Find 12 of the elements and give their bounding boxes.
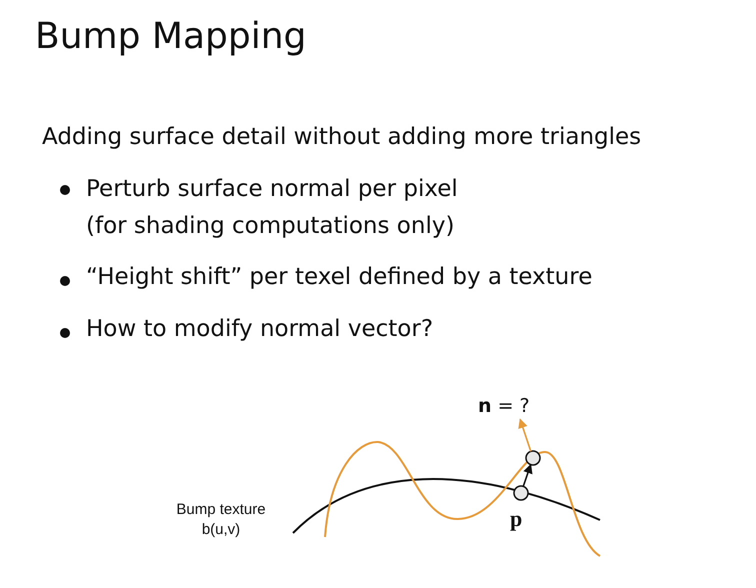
bullet-text: “Height shift” per texel defined by a texture	[86, 264, 592, 290]
bullet-text: How to modify normal vector?	[86, 316, 434, 342]
slide-title: Bump Mapping	[35, 16, 306, 57]
point-marker	[513, 485, 529, 501]
point-marker	[525, 450, 541, 466]
bullet-text: Perturb surface normal per pixel (for shading computations only)	[86, 175, 459, 241]
point-label: p	[510, 506, 522, 532]
curve-label: Bump texture b(u,v)	[175, 500, 267, 540]
arrow	[518, 418, 532, 452]
arrow	[522, 464, 532, 487]
subheading: Adding surface detail without adding more triangles	[42, 124, 642, 150]
normal-label: n = ?	[478, 395, 530, 417]
